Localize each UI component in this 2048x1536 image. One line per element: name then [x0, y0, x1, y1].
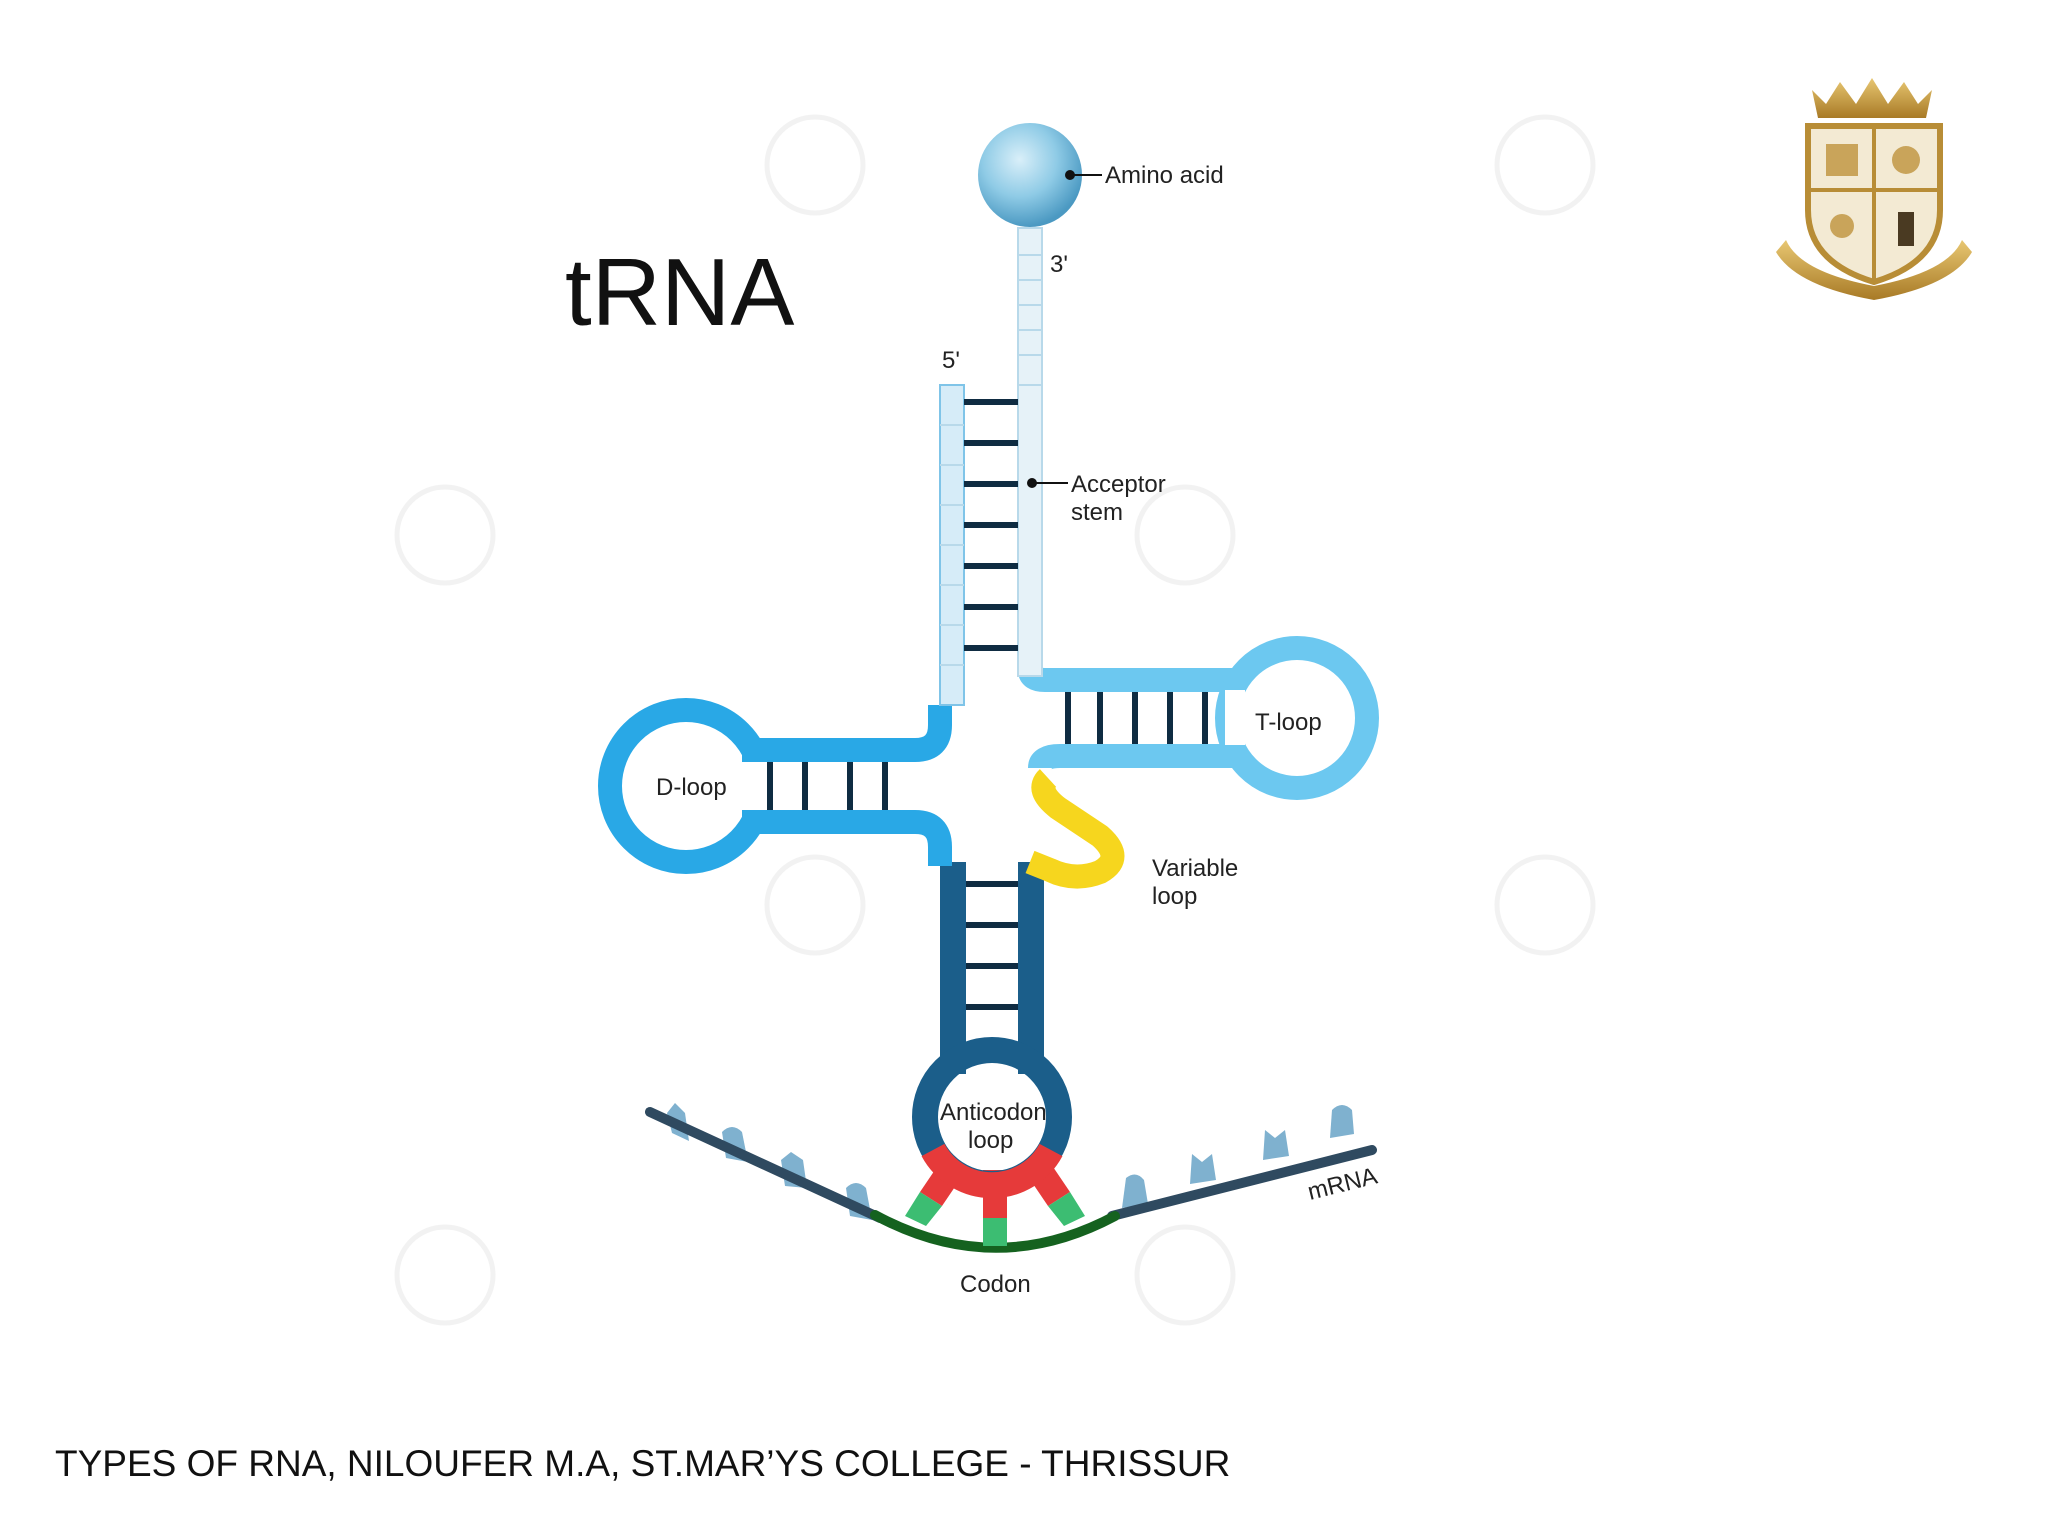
anticodon-loop-label-2: loop	[968, 1127, 1013, 1154]
d-arm	[598, 698, 952, 874]
d-loop-label: D-loop	[656, 774, 727, 801]
variable-loop-label-2: loop	[1152, 883, 1197, 910]
amino-acid-label: Amino acid	[1105, 162, 1224, 189]
anticodon-loop-label-1: Anticodon	[940, 1099, 1047, 1126]
t-arm	[1018, 636, 1379, 800]
variable-loop-label-1: Variable	[1152, 855, 1238, 882]
acceptor-stem-label-1: Acceptor	[1071, 471, 1166, 498]
diagram-title: tRNA	[565, 239, 794, 346]
codon-label: Codon	[960, 1271, 1031, 1298]
t-loop-label: T-loop	[1255, 709, 1322, 736]
college-crest-logo	[1776, 78, 1972, 300]
three-prime-label: 3'	[1050, 251, 1068, 278]
five-prime-label: 5'	[942, 347, 960, 374]
slide-footer: TYPES OF RNA, NILOUFER M.A, ST.MAR’YS CO…	[55, 1443, 1231, 1484]
variable-loop	[1025, 769, 1125, 889]
acceptor-stem-label-2: stem	[1071, 499, 1123, 526]
watermarks	[394, 114, 1596, 1326]
mrna-bases-right	[1122, 1105, 1354, 1208]
anticodon-arm	[912, 862, 1072, 1199]
mrna-strand	[645, 1103, 1377, 1253]
acceptor-stem	[939, 227, 1043, 706]
leader-lines	[1027, 170, 1102, 488]
amino-acid-sphere	[978, 123, 1082, 227]
codon-curve	[870, 1210, 1120, 1253]
